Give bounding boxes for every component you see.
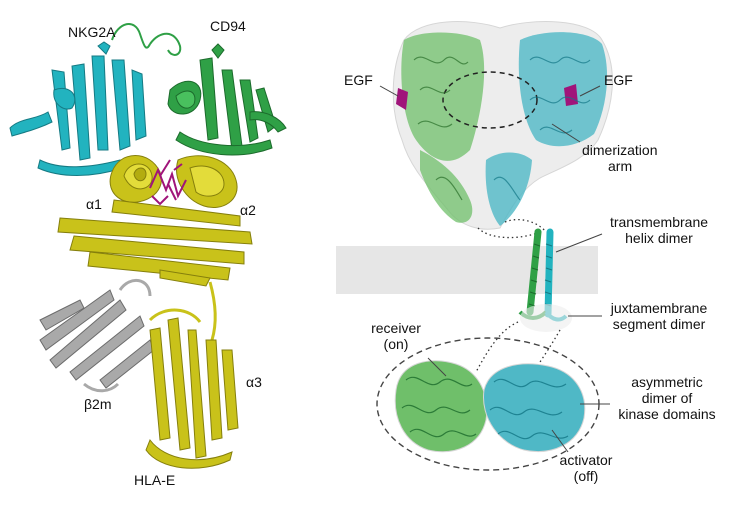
label-asymmetric-dimer: asymmetric dimer of kinase domains <box>608 374 726 422</box>
label-juxtamembrane-line2: segment dimer <box>612 316 706 332</box>
label-transmembrane-line1: transmembrane <box>609 214 709 230</box>
membrane-band <box>336 246 598 294</box>
linker-dots-upper-left <box>477 227 541 239</box>
linker-dots-lower-left <box>475 321 519 373</box>
callout-lines <box>379 85 610 453</box>
dimerization-ellipse <box>442 71 538 129</box>
activator-kinase-surface <box>483 363 586 452</box>
label-alpha3: α3 <box>246 374 262 390</box>
label-nkg2a: NKG2A <box>68 24 116 40</box>
linker-loop <box>111 23 151 49</box>
hla-e-alpha3-ribbon <box>145 281 239 469</box>
label-asymmetric-line3: kinase domains <box>618 406 716 422</box>
receiver-kinase-surface <box>394 360 488 453</box>
label-transmembrane-helix-dimer: transmembrane helix dimer <box>604 214 714 246</box>
label-activator-line1: activator <box>559 452 613 468</box>
linker-dots-upper-right <box>504 218 547 233</box>
label-activator: activator (off) <box>546 452 626 484</box>
cd94-ribbon <box>167 43 287 156</box>
left-panel-structure <box>9 23 287 469</box>
label-alpha1: α1 <box>86 196 102 212</box>
label-activator-line2: (off) <box>573 468 599 484</box>
peptide-sticks <box>149 159 187 206</box>
linker-loop-2 <box>149 32 182 56</box>
label-juxtamembrane-line1: juxtamembrane <box>610 300 708 316</box>
label-dimerization-arm: dimerization arm <box>582 142 657 174</box>
juxtamembrane-segment-dimer <box>518 304 572 332</box>
label-receiver-line1: receiver <box>371 320 421 336</box>
egf-right-domain <box>564 84 578 106</box>
label-egf-right: EGF <box>604 72 633 88</box>
label-dimerization-arm-line2: arm <box>608 158 633 174</box>
b2m-ribbon <box>39 279 155 393</box>
label-asymmetric-line1: asymmetric <box>631 374 703 390</box>
label-receiver-line2: (on) <box>383 336 409 352</box>
label-cd94: CD94 <box>210 18 246 34</box>
label-juxtamembrane-segment-dimer: juxtamembrane segment dimer <box>600 300 718 332</box>
label-dimerization-arm-line1: dimerization <box>582 142 658 158</box>
label-receiver: receiver (on) <box>360 320 432 352</box>
label-hla-e: HLA-E <box>134 472 176 488</box>
label-b2m: β2m <box>84 396 112 412</box>
right-panel-structure <box>336 21 613 471</box>
extracellular-domain-surface <box>392 21 613 230</box>
nkg2a-ribbon <box>9 41 147 176</box>
label-egf-left: EGF <box>344 72 373 88</box>
label-asymmetric-line2: dimer of <box>641 390 693 406</box>
transmembrane-helix-dimer <box>526 228 554 318</box>
egf-left-domain <box>396 88 408 110</box>
label-transmembrane-line2: helix dimer <box>625 230 693 246</box>
hla-e-alpha1-alpha2-ribbon <box>57 155 253 287</box>
label-alpha2: α2 <box>240 202 256 218</box>
